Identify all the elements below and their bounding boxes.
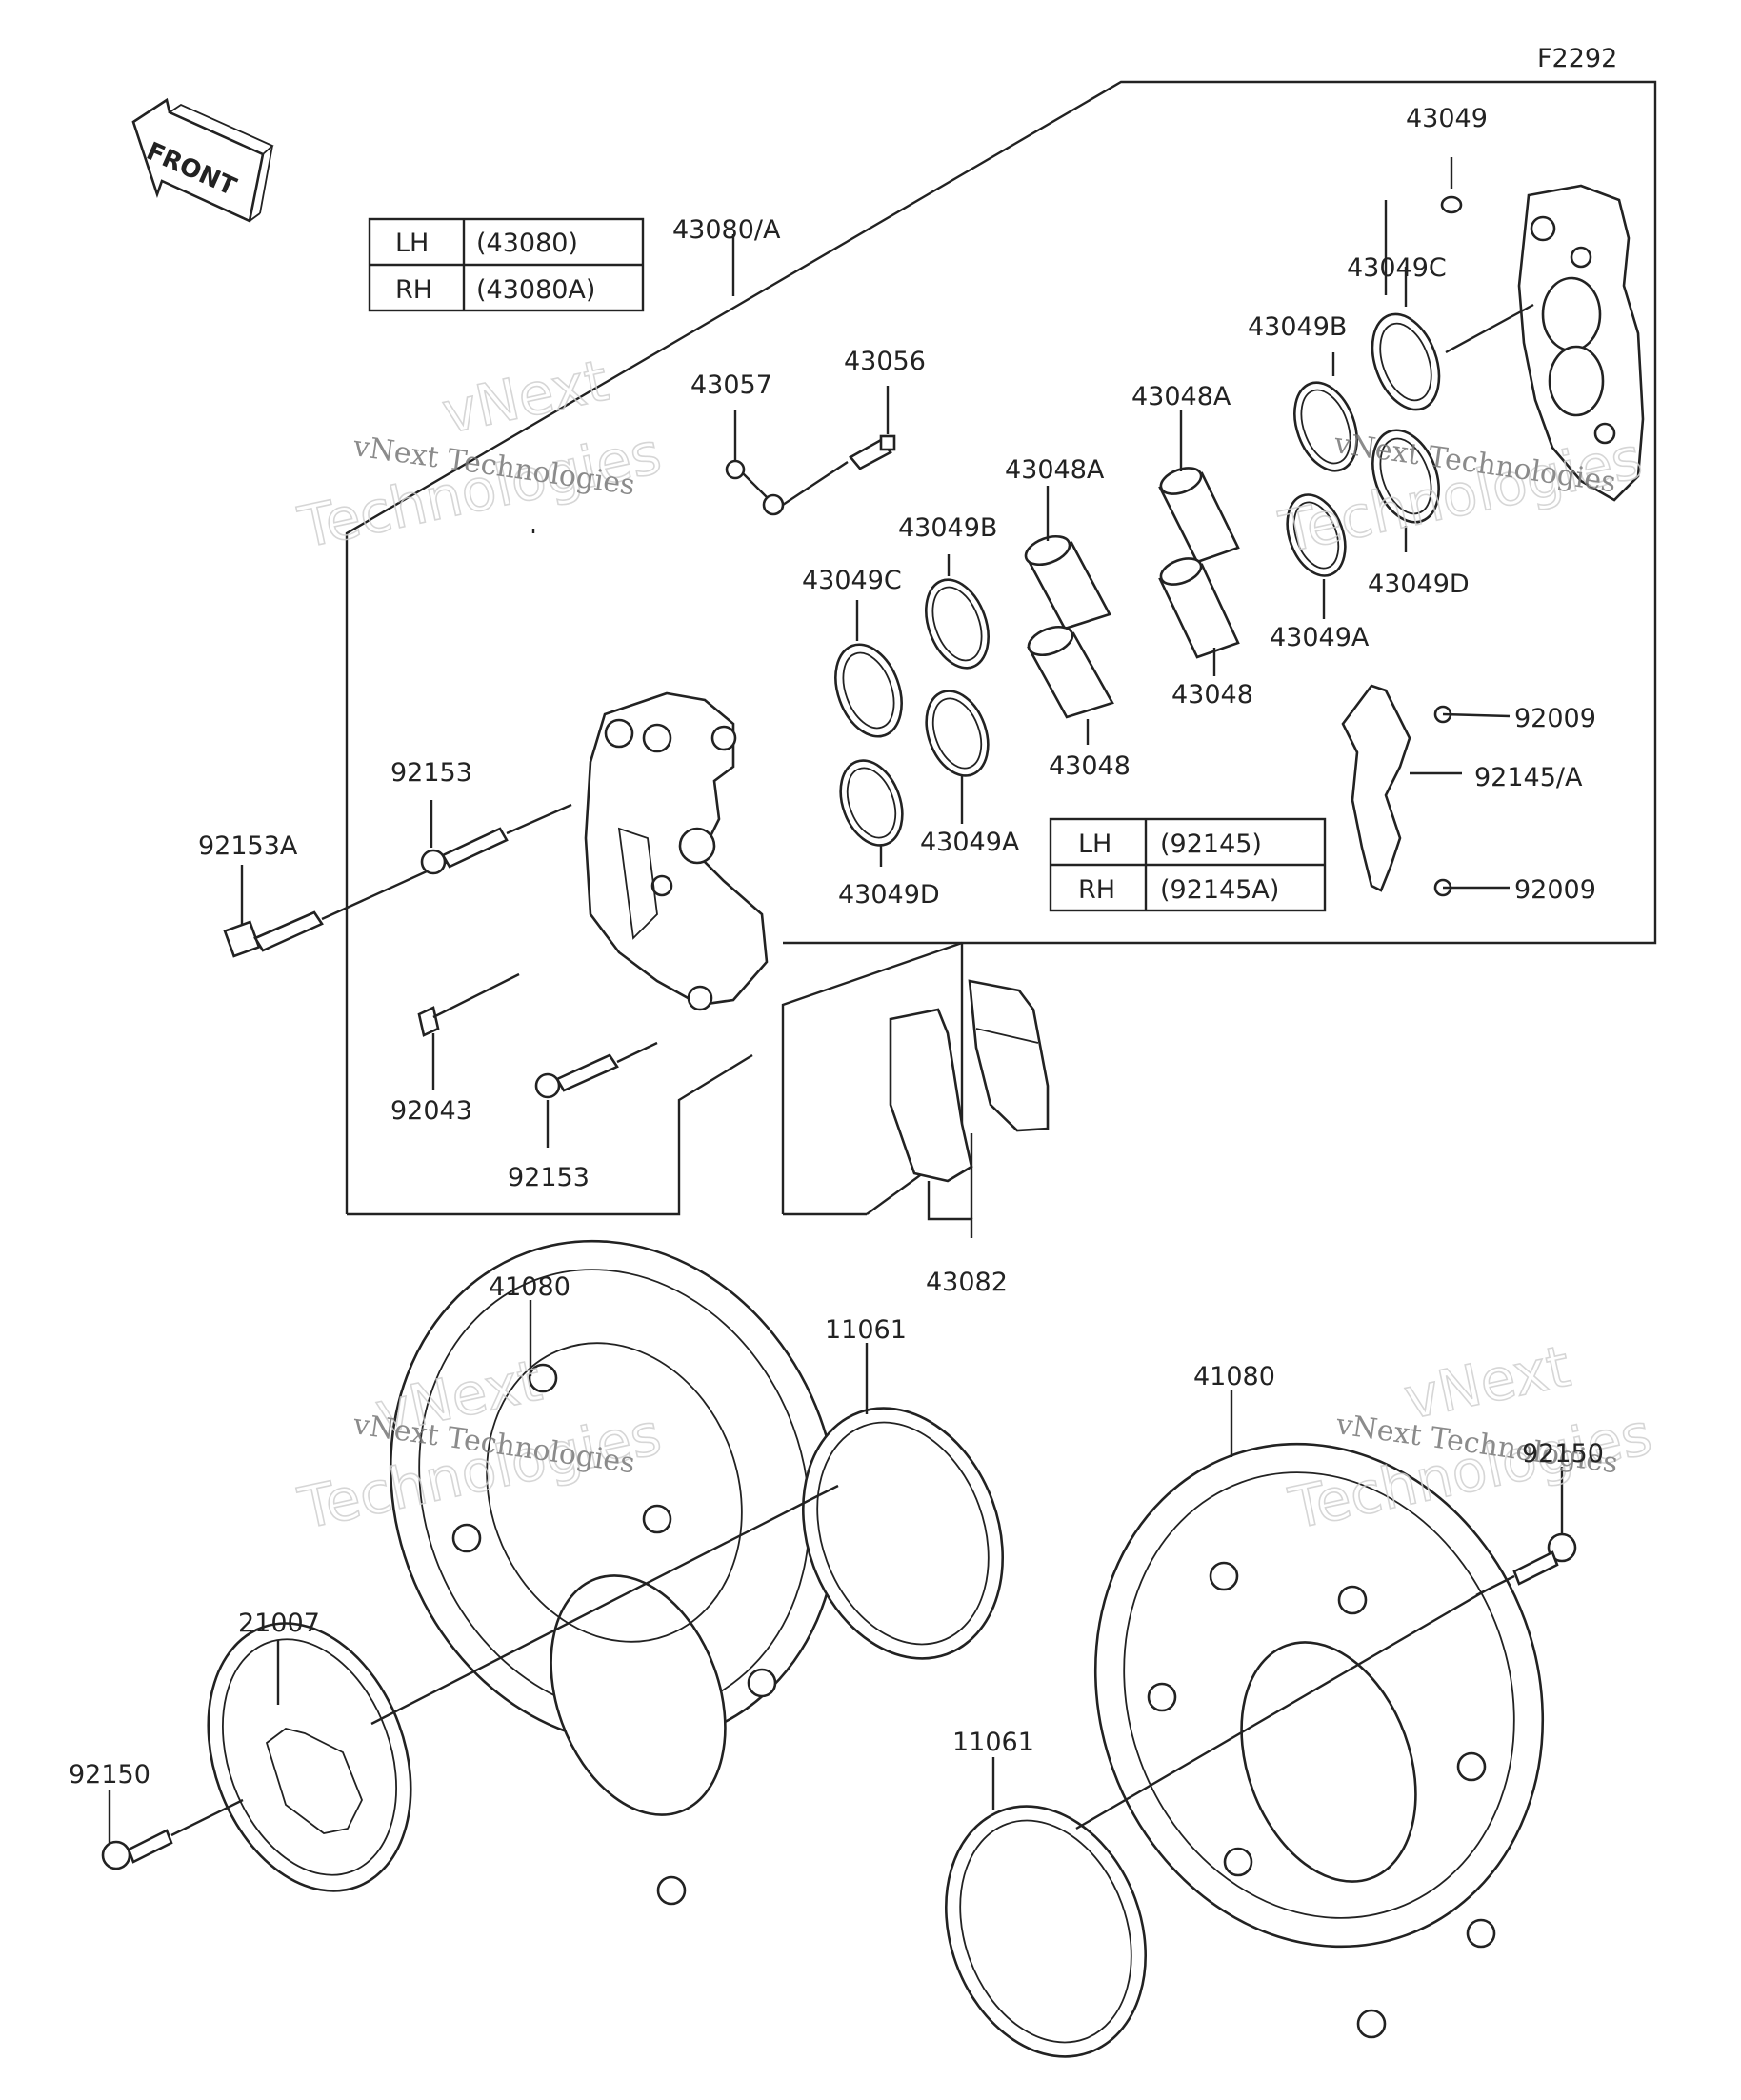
callout-43048-left: 43048 [1049,751,1131,781]
callout-43049d-right: 43049D [1368,570,1470,599]
table1-part-rh: (43080A) [476,275,595,305]
front-arrow-icon: FRONT [131,97,274,223]
callout-43049b-left: 43049B [898,513,997,543]
bracket-side-table: LH (92145) RH (92145A) [1049,817,1327,912]
right-brake-disc [1093,1442,1545,2039]
callout-43080a: 43080/A [672,215,781,245]
table2-side-lh: LH [1078,830,1111,859]
caliper-side-table: LH (43080) RH (43080A) [368,217,645,312]
watermark-logo-text-2: vNext [437,348,614,448]
callout-43049c-left: 43049C [802,566,902,595]
table1-side-lh: LH [395,229,429,258]
callout-11061-top: 11061 [825,1315,907,1345]
callout-92153a: 92153A [198,831,298,861]
left-brake-disc [389,1239,840,1906]
callout-43057: 43057 [690,370,772,400]
callout-92153-top: 92153 [390,758,472,788]
table1-part-lh: (43080) [476,229,578,258]
callout-labels: 43049 43049C 43080/A 43049B 43048A 43057… [69,104,1604,1790]
callout-92150-right: 92150 [1522,1439,1604,1469]
callout-43082: 43082 [926,1268,1008,1297]
pad-spring-bracket [1341,684,1452,897]
abs-sensor-rotor [207,1622,412,1892]
callout-43056: 43056 [844,347,926,376]
callout-43049d-left: 43049D [838,880,940,910]
pad-pin [725,459,849,516]
seal-rings [834,312,1441,847]
left-brake-caliper [531,529,769,1011]
caliper-bolts [223,803,658,1099]
figure-code: F2292 [1537,44,1617,73]
callout-43049a-left: 43049A [920,828,1020,857]
callout-92145a: 92145/A [1474,763,1583,792]
callout-92153-bottom: 92153 [508,1163,590,1192]
callout-43049: 43049 [1406,104,1488,133]
table1-side-rh: RH [395,275,432,305]
table2-part-lh: (92145) [1160,830,1262,859]
callout-41080-left: 41080 [489,1272,570,1302]
table2-part-rh: (92145A) [1160,875,1279,905]
callout-21007: 21007 [238,1609,320,1638]
assembly-frame [345,80,1657,1214]
pistons [1024,467,1240,719]
callout-41080-right: 41080 [1193,1362,1275,1391]
watermark-logo-text-7: vNext [1399,1333,1576,1433]
callout-11061-bottom: 11061 [952,1728,1034,1757]
callout-leaders [108,267,1564,1843]
callout-92009-top: 92009 [1514,704,1596,733]
callout-43048-right: 43048 [1171,680,1253,710]
callout-43048a-left: 43048A [1005,455,1105,485]
table2-side-rh: RH [1078,875,1115,905]
bleeder-valve [849,434,896,470]
bleeder-cap [1440,157,1463,214]
callout-92150-left: 92150 [69,1760,150,1790]
callout-92043: 92043 [390,1096,472,1126]
callout-43049c-right: 43049C [1347,253,1447,283]
disc-bolts [101,1532,1577,1870]
callout-92009-bottom: 92009 [1514,875,1596,905]
callout-43048a-right: 43048A [1131,382,1231,411]
callout-43049a-right: 43049A [1270,623,1370,652]
disc-shims [801,1407,1148,2058]
callout-43049b-right: 43049B [1248,312,1347,342]
right-brake-caliper [1445,184,1645,502]
brake-pads [889,979,1050,1183]
